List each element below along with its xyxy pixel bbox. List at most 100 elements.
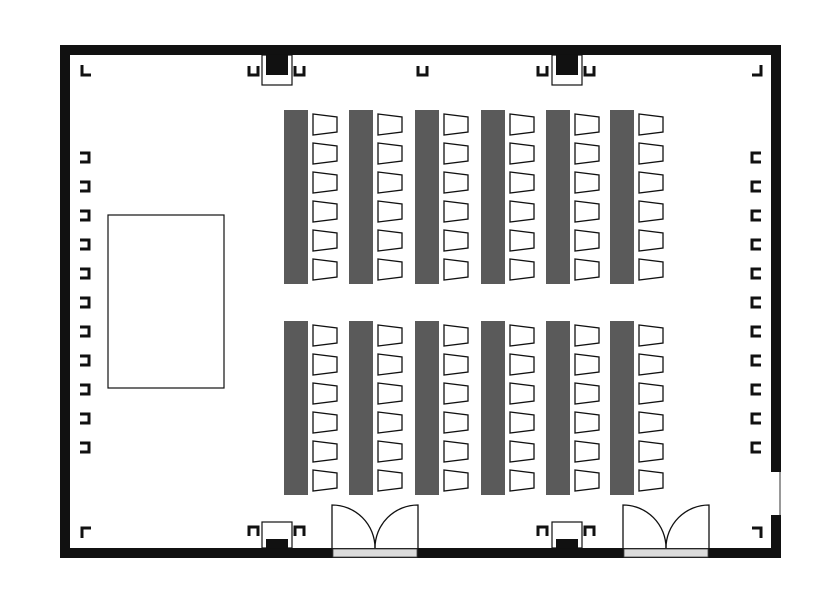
door-sill: [623, 548, 709, 558]
chair: [574, 382, 600, 405]
wall-left: [60, 45, 70, 558]
wall-outlet-left: [80, 180, 91, 193]
chair: [377, 113, 403, 136]
chair: [312, 411, 338, 434]
chair: [574, 469, 600, 492]
chair: [638, 440, 664, 463]
chair: [443, 469, 469, 492]
chair: [312, 229, 338, 252]
chair: [377, 324, 403, 347]
chair: [312, 200, 338, 223]
wall-outlet-left: [80, 354, 91, 367]
chair: [377, 353, 403, 376]
wall-outlet-right: [750, 383, 761, 396]
corner-fixture: [752, 526, 763, 538]
chair: [377, 229, 403, 252]
chair: [312, 258, 338, 281]
column-bottom: [266, 539, 288, 548]
chair: [443, 113, 469, 136]
chair: [509, 258, 535, 281]
wall-top: [60, 45, 781, 55]
chair: [443, 411, 469, 434]
chair: [312, 142, 338, 165]
wall-outlet-bottom: [293, 525, 306, 536]
chair: [574, 440, 600, 463]
wall-outlet-left: [80, 238, 91, 251]
stage-area: [107, 214, 225, 389]
chair: [509, 171, 535, 194]
chair: [509, 353, 535, 376]
chair: [638, 113, 664, 136]
chair: [312, 353, 338, 376]
chair: [574, 353, 600, 376]
chair: [509, 469, 535, 492]
wall-outlet-top: [536, 66, 549, 77]
table: [610, 321, 634, 495]
wall-outlet-bottom: [247, 525, 260, 536]
chair: [574, 324, 600, 347]
chair: [638, 353, 664, 376]
wall-outlet-left: [80, 267, 91, 280]
table: [481, 321, 505, 495]
wall-outlet-left: [80, 151, 91, 164]
wall-outlet-right: [750, 354, 761, 367]
chair: [509, 411, 535, 434]
chair: [574, 171, 600, 194]
wall-outlet-right: [750, 180, 761, 193]
table: [284, 321, 308, 495]
chair: [377, 411, 403, 434]
chair: [443, 258, 469, 281]
chair: [638, 382, 664, 405]
door-leaf-right: [374, 504, 419, 549]
wall-right-lower: [771, 515, 781, 558]
chair: [574, 142, 600, 165]
wall-outlet-left: [80, 296, 91, 309]
chair: [574, 229, 600, 252]
chair: [443, 324, 469, 347]
table: [349, 321, 373, 495]
walls: [60, 45, 781, 558]
chair: [377, 258, 403, 281]
wall-fixtures: [80, 54, 763, 549]
wall-outlet-left: [80, 325, 91, 338]
chair: [312, 469, 338, 492]
wall-outlet-right: [750, 412, 761, 425]
chair: [509, 440, 535, 463]
seating-area: [284, 110, 664, 495]
wall-outlet-right: [750, 267, 761, 280]
wall-outlet-right: [750, 151, 761, 164]
chair: [443, 353, 469, 376]
chair: [312, 382, 338, 405]
chair: [638, 229, 664, 252]
chair: [312, 440, 338, 463]
table: [546, 110, 570, 284]
chair: [509, 200, 535, 223]
chair: [312, 171, 338, 194]
wall-outlet-right: [750, 209, 761, 222]
chair: [574, 113, 600, 136]
chair: [377, 469, 403, 492]
chair: [443, 440, 469, 463]
wall-outlet-top: [247, 66, 260, 77]
wall-outlet-right: [750, 296, 761, 309]
chair: [574, 411, 600, 434]
door-leaf-right: [665, 504, 710, 549]
wall-outlet-top: [583, 66, 596, 77]
column-top: [266, 55, 288, 75]
chair: [443, 229, 469, 252]
chair: [509, 142, 535, 165]
chair: [638, 200, 664, 223]
wall-outlet-top: [416, 66, 429, 77]
chair: [638, 324, 664, 347]
chair: [509, 113, 535, 136]
table: [284, 110, 308, 284]
column-top: [556, 55, 578, 75]
column-bottom: [556, 539, 578, 548]
wall-outlet-bottom: [536, 525, 549, 536]
corner-fixture: [80, 526, 91, 538]
chair: [638, 469, 664, 492]
chair: [377, 440, 403, 463]
chair: [312, 113, 338, 136]
chair: [509, 324, 535, 347]
